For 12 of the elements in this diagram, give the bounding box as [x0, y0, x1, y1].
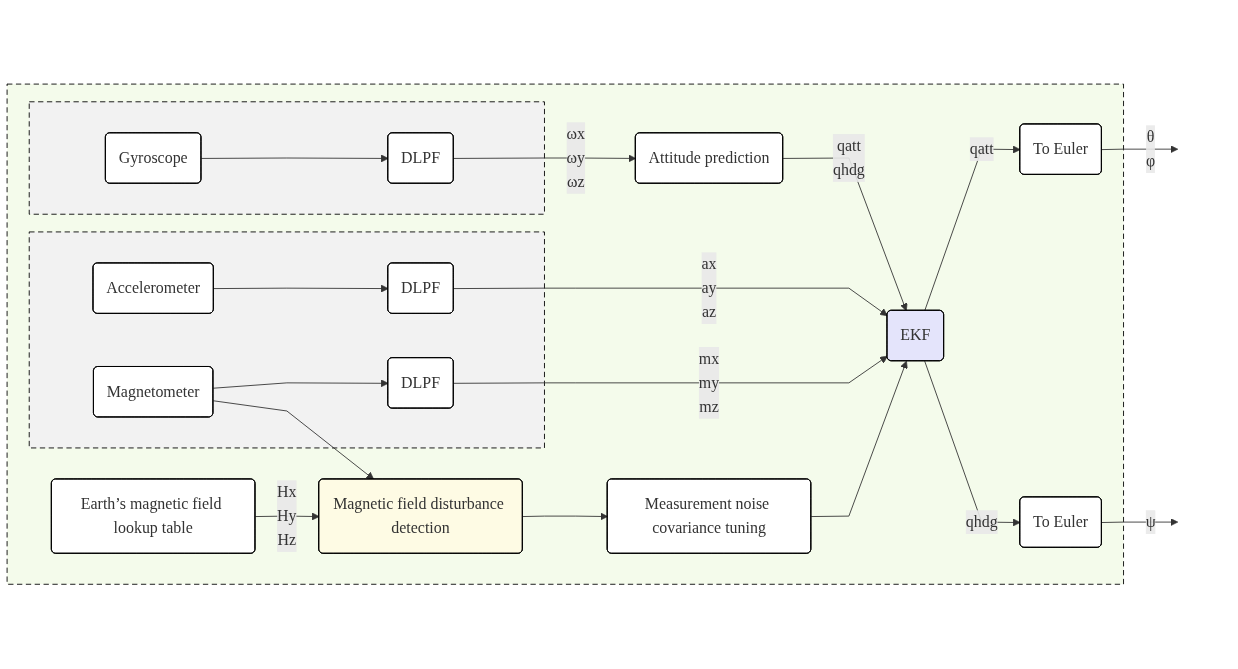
cluster: [6, 83, 1124, 586]
edge-label: ax ay az: [701, 255, 717, 321]
edge-label: qatt qhdg: [832, 137, 865, 179]
edge-label: θ φ: [1146, 128, 1156, 170]
edge-label: ψ: [1145, 513, 1156, 531]
edge-label: Hx Hy Hz: [277, 483, 297, 549]
edge-label: qatt: [969, 140, 994, 158]
edge-label: ωx ωy ωz: [566, 125, 586, 191]
edge-label: mx my mz: [698, 349, 720, 416]
cluster: [28, 101, 545, 215]
edge-label: qhdg: [965, 513, 998, 531]
cluster: [28, 231, 545, 449]
